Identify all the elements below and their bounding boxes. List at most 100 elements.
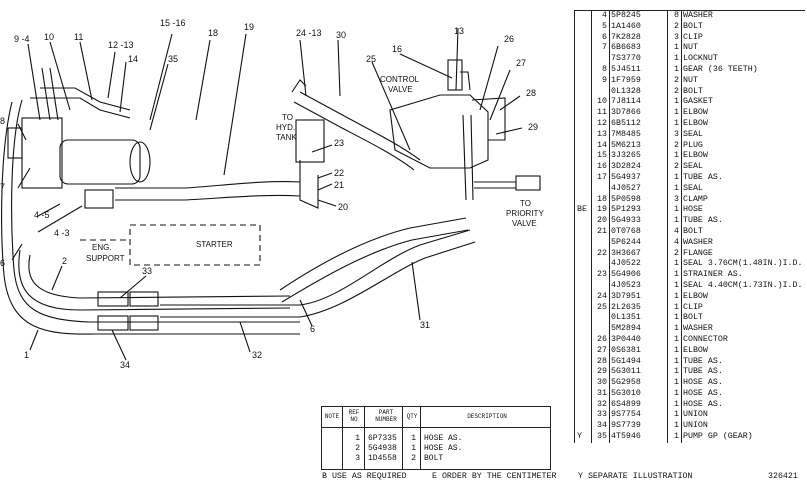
union-33-b — [129, 291, 159, 307]
callout-20: 20 — [338, 202, 348, 212]
callout-35: 35 — [168, 54, 178, 64]
ref-no-cell: 18 — [597, 194, 607, 204]
ref-no-cell: 34 — [597, 421, 607, 431]
part-number-cell: 7K2828 — [611, 32, 641, 42]
qty-cell: 1 — [674, 313, 679, 323]
control-valve — [389, 94, 489, 169]
callout-8: 8 — [0, 116, 5, 126]
description-cell: BOLT — [424, 454, 444, 463]
hose-2-outer — [18, 249, 291, 311]
supplemental-table-header: NOTE REF NO PART NUMBER QTY DESCRIPTION — [322, 407, 550, 428]
part-number-cell: 5M6213 — [611, 140, 641, 150]
union-33-a — [97, 291, 129, 307]
ref-no-cell: 2 — [355, 444, 360, 453]
tube-29 — [462, 114, 474, 201]
ref-no-cell: 15 — [597, 151, 607, 161]
description-cell: ELBOW — [683, 345, 708, 355]
description-cell: UNION — [683, 410, 708, 420]
hose-2 — [28, 254, 291, 299]
qty-cell: 1 — [674, 378, 679, 388]
label-hyd-tank-3: TANK — [276, 133, 297, 142]
ref-no-cell: 23 — [597, 270, 607, 280]
ref-no-cell: 33 — [597, 410, 607, 420]
hose-1 — [11, 99, 300, 323]
part-number-cell: 5P6244 — [611, 237, 641, 247]
qty-cell: 2 — [674, 162, 679, 172]
ref-no-cell: 20 — [597, 216, 607, 226]
description-cell: SEAL 3.76CM(1.48IN.)I.D. — [683, 259, 803, 269]
description-cell: HOSE AS. — [683, 399, 723, 409]
qty-cell: 4 — [674, 237, 679, 247]
ref-no-cell: 31 — [597, 388, 607, 398]
ref-no-cell: 25 — [597, 302, 607, 312]
description-cell: TUBE AS. — [683, 356, 723, 366]
qty-cell: 1 — [674, 432, 679, 442]
ref-no-cell: 7 — [602, 43, 607, 53]
hose-19-outer — [115, 194, 301, 201]
union-34-b — [129, 315, 159, 331]
legend-use-as-required: B USE AS REQUIRED — [322, 472, 407, 481]
callout-21: 21 — [334, 180, 344, 190]
qty-cell: 2 — [674, 75, 679, 85]
note-cell: BE — [577, 205, 587, 215]
hose-32 — [160, 229, 471, 306]
description-cell: CLIP — [683, 32, 703, 42]
header-note: NOTE — [324, 413, 340, 420]
label-priority-2: PRIORITY — [506, 209, 544, 218]
callout-7: 7 — [0, 182, 5, 192]
part-number-cell: 5G4937 — [611, 172, 641, 182]
callout-16: 16 — [392, 44, 402, 54]
description-cell: LOCKNUT — [683, 54, 718, 64]
part-number-cell: 5G2958 — [611, 378, 641, 388]
part-number-cell: 1D4558 — [368, 454, 397, 463]
qty-cell: 2 — [674, 248, 679, 258]
callout-6-center: 6 — [310, 324, 315, 334]
qty-cell: 1 — [674, 410, 679, 420]
header-description: DESCRIPTION — [467, 413, 507, 420]
part-number-cell: 4J0522 — [611, 259, 641, 269]
qty-cell: 1 — [674, 291, 679, 301]
header-qty: QTY — [406, 413, 418, 420]
description-cell: HOSE — [683, 205, 703, 215]
callout-15-16: 15 -16 — [160, 18, 186, 28]
part-number-cell: 7M8485 — [611, 129, 641, 139]
label-priority-3: VALVE — [512, 219, 537, 228]
figure-number: 326421 — [768, 472, 798, 481]
qty-cell: 1 — [674, 216, 679, 226]
label-priority-1: TO — [520, 199, 531, 208]
callout-23: 23 — [334, 138, 344, 148]
part-number-cell: 9S7754 — [611, 410, 641, 420]
description-cell: TUBE AS. — [683, 172, 723, 182]
qty-cell: 1 — [674, 356, 679, 366]
description-cell: ELBOW — [683, 108, 708, 118]
ref-no-cell: 1 — [355, 434, 360, 443]
qty-cell: 1 — [674, 421, 679, 431]
callout-26: 26 — [504, 34, 514, 44]
header-ref-no: REF NO — [348, 409, 360, 423]
part-number-cell: 0L1351 — [611, 313, 641, 323]
hose-31 — [279, 217, 467, 291]
qty-cell: 1 — [674, 151, 679, 161]
callout-34: 34 — [120, 360, 130, 370]
supplemental-parts-table: NOTE REF NO PART NUMBER QTY DESCRIPTION … — [321, 406, 551, 470]
part-number-cell: 1A1460 — [611, 21, 641, 31]
ref-no-cell: 29 — [597, 367, 607, 377]
callout-31: 31 — [420, 320, 430, 330]
part-number-cell: 9S7739 — [611, 421, 641, 431]
